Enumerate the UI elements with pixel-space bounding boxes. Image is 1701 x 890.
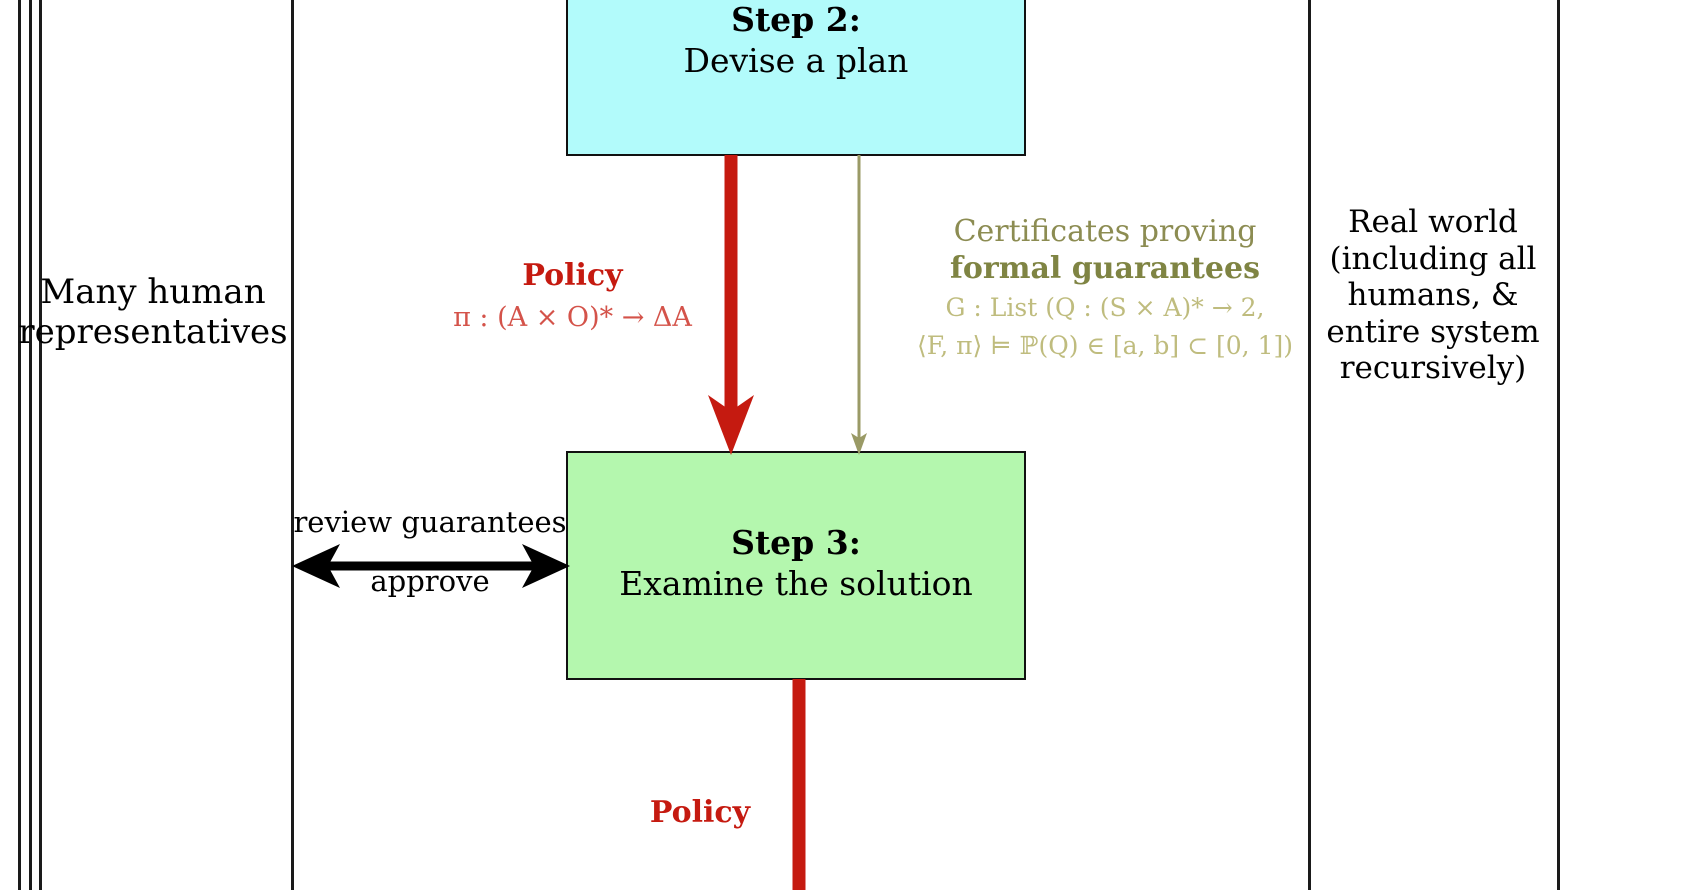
certificates-arrow-step2-to-step3 <box>851 155 867 455</box>
step-3-title: Step 3: <box>731 523 861 562</box>
lane-right-line2: (including all <box>1329 240 1537 277</box>
certificates-edge-title-line1: Certificates proving <box>953 214 1257 249</box>
policy-edge-label: Policy π : (A × O)* → ΔA <box>410 258 735 335</box>
step-2-title: Step 2: <box>731 0 861 39</box>
policy-arrow-step2-to-step3 <box>708 155 754 455</box>
lane-label-right: Real world (including all humans, & enti… <box>1318 204 1548 387</box>
lane-divider-center-right <box>1308 0 1311 890</box>
policy-edge-formula: π : (A × O)* → ΔA <box>453 302 692 333</box>
certificates-edge-title-line2: formal guarantees <box>950 250 1260 286</box>
lane-divider-mid-left <box>29 0 32 890</box>
lane-divider-outer-left <box>18 0 21 890</box>
policy-bottom-title: Policy <box>649 795 751 830</box>
lane-divider-inner-left <box>39 0 42 890</box>
step-3-box[interactable]: Step 3: Examine the solution <box>566 451 1026 680</box>
policy-edge-label-bottom: Policy <box>600 795 800 890</box>
approve-text: approve <box>370 564 490 598</box>
policy-edge-title: Policy <box>522 258 623 293</box>
policy-arrow-step3-down <box>792 679 806 890</box>
lane-right-line3: humans, & <box>1347 277 1519 314</box>
approve-label: approve <box>288 564 572 598</box>
lane-label-left: Many human representatives <box>18 272 288 352</box>
lane-divider-outer-right <box>1557 0 1560 890</box>
step-2-subtitle: Devise a plan <box>683 41 909 81</box>
lane-right-line5: recursively) <box>1339 350 1527 387</box>
lane-right-line1: Real world <box>1348 204 1518 240</box>
review-guarantees-text: review guarantees <box>293 505 567 539</box>
certificates-edge-formula-line2: ⟨F, π⟩ ⊨ ℙ(Q) ∈ [a, b] ⊂ [0, 1]) <box>917 330 1293 360</box>
review-approve-double-arrow <box>292 544 570 588</box>
lane-left-line2: representatives <box>18 312 288 353</box>
lane-left-line1: Many human <box>40 272 266 312</box>
lane-divider-left-center <box>291 0 294 890</box>
review-guarantees-label: review guarantees <box>288 505 572 539</box>
certificates-edge-formula-line1: G : List (Q : (S × A)* → 2, <box>945 293 1265 323</box>
step-3-subtitle: Examine the solution <box>619 564 973 604</box>
step-2-box[interactable]: Step 2: Devise a plan <box>566 0 1026 156</box>
lane-right-line4: entire system <box>1326 313 1540 350</box>
certificates-edge-label: Certificates proving formal guarantees G… <box>905 214 1305 363</box>
